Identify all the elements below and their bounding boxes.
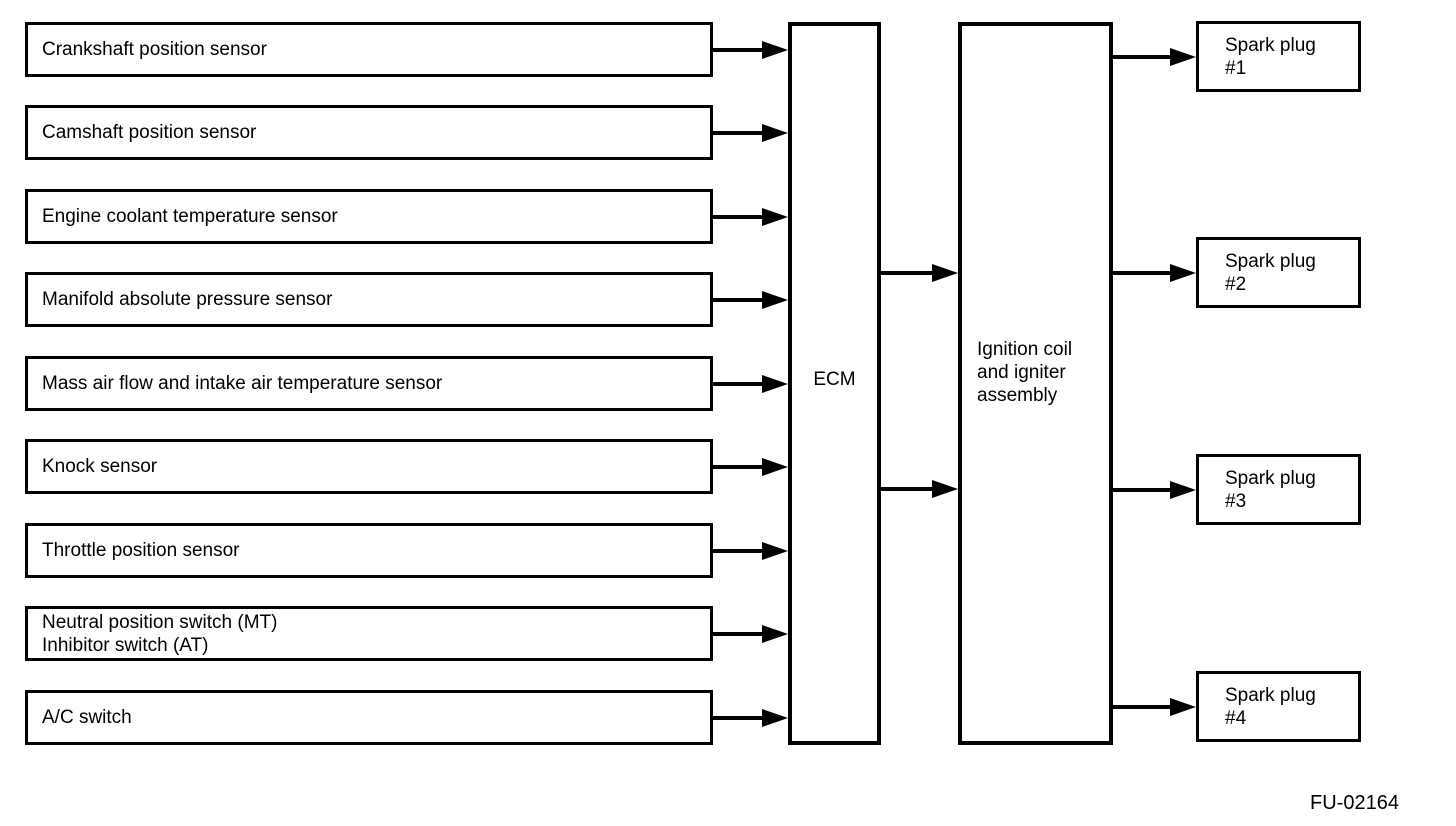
arrow-shaft	[713, 381, 770, 386]
input-box-knock-sensor: Knock sensor	[25, 439, 713, 494]
arrow-shaft	[881, 271, 940, 275]
arrow-coil-to-spark-plug-2	[1113, 263, 1196, 282]
arrow-input-1-to-ecm	[713, 123, 788, 142]
arrow-shaft	[881, 487, 940, 491]
arrow-head-icon	[1170, 263, 1196, 282]
arrow-shaft	[1113, 487, 1178, 492]
arrow-coil-to-spark-plug-1	[1113, 47, 1196, 66]
output-box-spark-plug-1: Spark plug #1	[1196, 21, 1361, 92]
arrow-input-8-to-ecm	[713, 708, 788, 727]
output-box-spark-plug-2-label: Spark plug #2	[1225, 250, 1316, 295]
output-box-spark-plug-3-label: Spark plug #3	[1225, 467, 1316, 512]
arrow-head-icon	[762, 541, 788, 560]
arrow-input-7-to-ecm	[713, 624, 788, 643]
input-box-engine-coolant-temperature-sensor-label: Engine coolant temperature sensor	[42, 206, 338, 227]
arrow-head-icon	[932, 480, 958, 498]
arrow-shaft	[713, 548, 770, 553]
output-box-spark-plug-4: Spark plug #4	[1196, 671, 1361, 742]
input-box-a-c-switch-label: A/C switch	[42, 707, 132, 728]
arrow-shaft	[713, 297, 770, 302]
arrow-head-icon	[762, 290, 788, 309]
arrow-shaft	[713, 130, 770, 135]
output-box-spark-plug-4-label: Spark plug #4	[1225, 684, 1316, 729]
input-box-manifold-absolute-pressure-sensor-label: Manifold absolute pressure sensor	[42, 289, 333, 310]
input-box-engine-coolant-temperature-sensor: Engine coolant temperature sensor	[25, 189, 713, 244]
ignition-coil-label: Ignition coil and igniter assembly	[977, 339, 1073, 406]
arrow-head-icon	[762, 624, 788, 643]
arrow-input-0-to-ecm	[713, 40, 788, 59]
input-box-mass-air-flow-and-intake-air-temperature-sensor-label: Mass air flow and intake air temperature…	[42, 373, 443, 394]
arrow-coil-to-spark-plug-4	[1113, 697, 1196, 716]
arrow-head-icon	[1170, 480, 1196, 499]
arrow-shaft	[713, 464, 770, 469]
arrow-shaft	[1113, 704, 1178, 709]
ecm-label: ECM	[813, 369, 856, 390]
arrow-input-5-to-ecm	[713, 457, 788, 476]
input-box-manifold-absolute-pressure-sensor: Manifold absolute pressure sensor	[25, 272, 713, 327]
arrow-head-icon	[762, 207, 788, 226]
arrow-input-2-to-ecm	[713, 207, 788, 226]
arrow-shaft	[713, 47, 770, 52]
figure-code: FU-02164	[1310, 792, 1399, 814]
arrow-shaft	[713, 214, 770, 219]
input-box-crankshaft-position-sensor-label: Crankshaft position sensor	[42, 39, 267, 60]
output-box-spark-plug-1-label: Spark plug #1	[1225, 34, 1316, 79]
arrow-head-icon	[1170, 47, 1196, 66]
input-box-a-c-switch: A/C switch	[25, 690, 713, 745]
input-box-neutral-position-switch-mt-label: Neutral position switch (MT) Inhibitor s…	[42, 611, 278, 656]
arrow-head-icon	[762, 708, 788, 727]
arrow-head-icon	[762, 40, 788, 59]
input-box-throttle-position-sensor-label: Throttle position sensor	[42, 540, 240, 561]
output-box-spark-plug-2: Spark plug #2	[1196, 237, 1361, 308]
arrow-ecm-to-coil-2	[881, 480, 958, 498]
arrow-head-icon	[762, 457, 788, 476]
arrow-input-4-to-ecm	[713, 374, 788, 393]
input-box-throttle-position-sensor: Throttle position sensor	[25, 523, 713, 578]
arrow-input-6-to-ecm	[713, 541, 788, 560]
ignition-coil-box: Ignition coil and igniter assembly	[958, 22, 1113, 745]
input-box-mass-air-flow-and-intake-air-temperature-sensor: Mass air flow and intake air temperature…	[25, 356, 713, 411]
arrow-head-icon	[932, 264, 958, 282]
arrow-head-icon	[762, 123, 788, 142]
arrow-shaft	[713, 715, 770, 720]
arrow-shaft	[713, 631, 770, 636]
arrow-ecm-to-coil-1	[881, 264, 958, 282]
input-box-crankshaft-position-sensor: Crankshaft position sensor	[25, 22, 713, 77]
input-box-knock-sensor-label: Knock sensor	[42, 456, 158, 477]
arrow-head-icon	[1170, 697, 1196, 716]
arrow-shaft	[1113, 270, 1178, 275]
arrow-shaft	[1113, 54, 1178, 59]
ecm-box: ECM	[788, 22, 881, 745]
arrow-input-3-to-ecm	[713, 290, 788, 309]
arrow-head-icon	[762, 374, 788, 393]
arrow-coil-to-spark-plug-3	[1113, 480, 1196, 499]
output-box-spark-plug-3: Spark plug #3	[1196, 454, 1361, 525]
input-box-camshaft-position-sensor: Camshaft position sensor	[25, 105, 713, 160]
input-box-camshaft-position-sensor-label: Camshaft position sensor	[42, 122, 257, 143]
input-box-neutral-position-switch-mt: Neutral position switch (MT) Inhibitor s…	[25, 606, 713, 661]
